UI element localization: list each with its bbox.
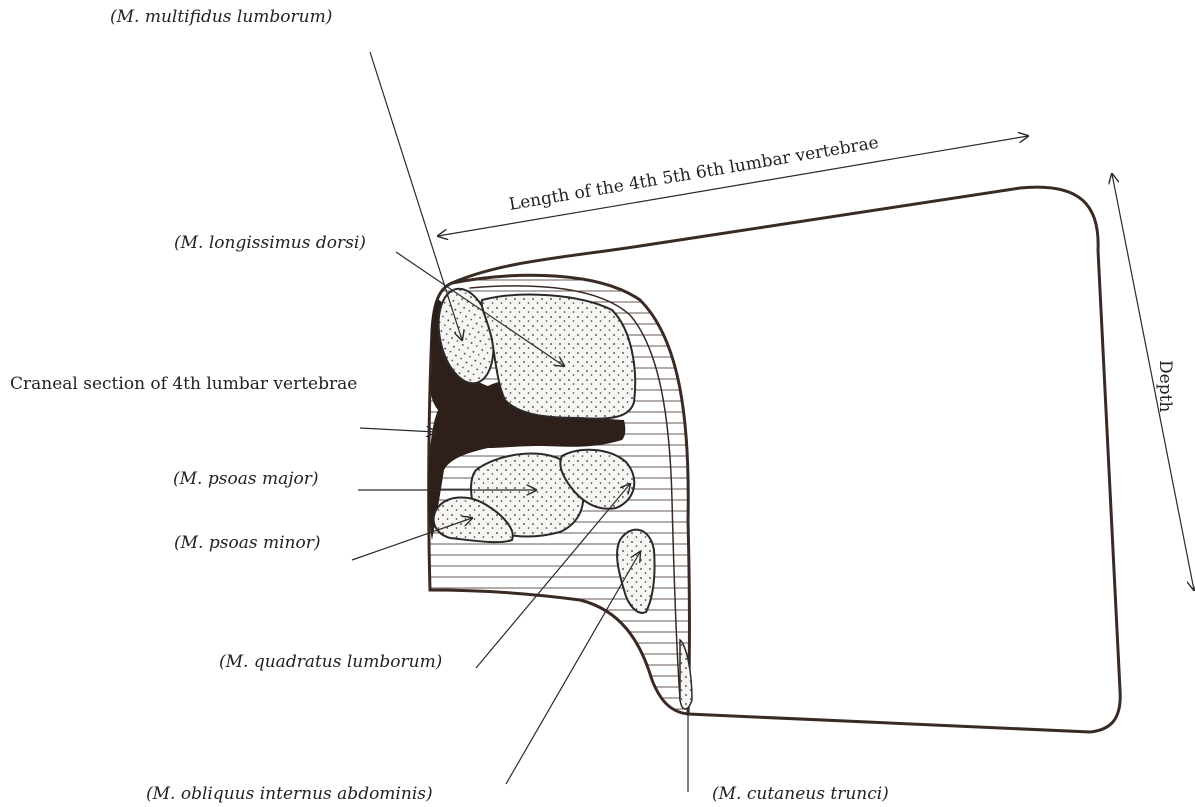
label-psoas-major: (M. psoas major) bbox=[173, 469, 318, 489]
label-multifidus: (M. multifidus lumborum) bbox=[110, 7, 332, 27]
label-longissimus: (M. longissimus dorsi) bbox=[174, 233, 366, 253]
label-psoas-minor: (M. psoas minor) bbox=[174, 533, 320, 553]
label-quadratus: (M. quadratus lumborum) bbox=[219, 652, 442, 672]
label-craneal: Craneal section of 4th lumbar vertebrae bbox=[10, 374, 357, 394]
length-arrow bbox=[438, 136, 1028, 236]
depth-arrow bbox=[1112, 174, 1194, 590]
longissimus-muscle bbox=[482, 295, 635, 419]
craneal-leader bbox=[360, 428, 436, 432]
label-cutaneus: (M. cutaneus trunci) bbox=[712, 784, 889, 804]
label-length: Length of the 4th 5th 6th lumbar vertebr… bbox=[507, 133, 880, 215]
label-obliquus: (M. obliquus internus abdominis) bbox=[146, 784, 433, 804]
label-depth: Depth bbox=[1155, 360, 1175, 412]
multifidus-leader bbox=[370, 52, 462, 340]
